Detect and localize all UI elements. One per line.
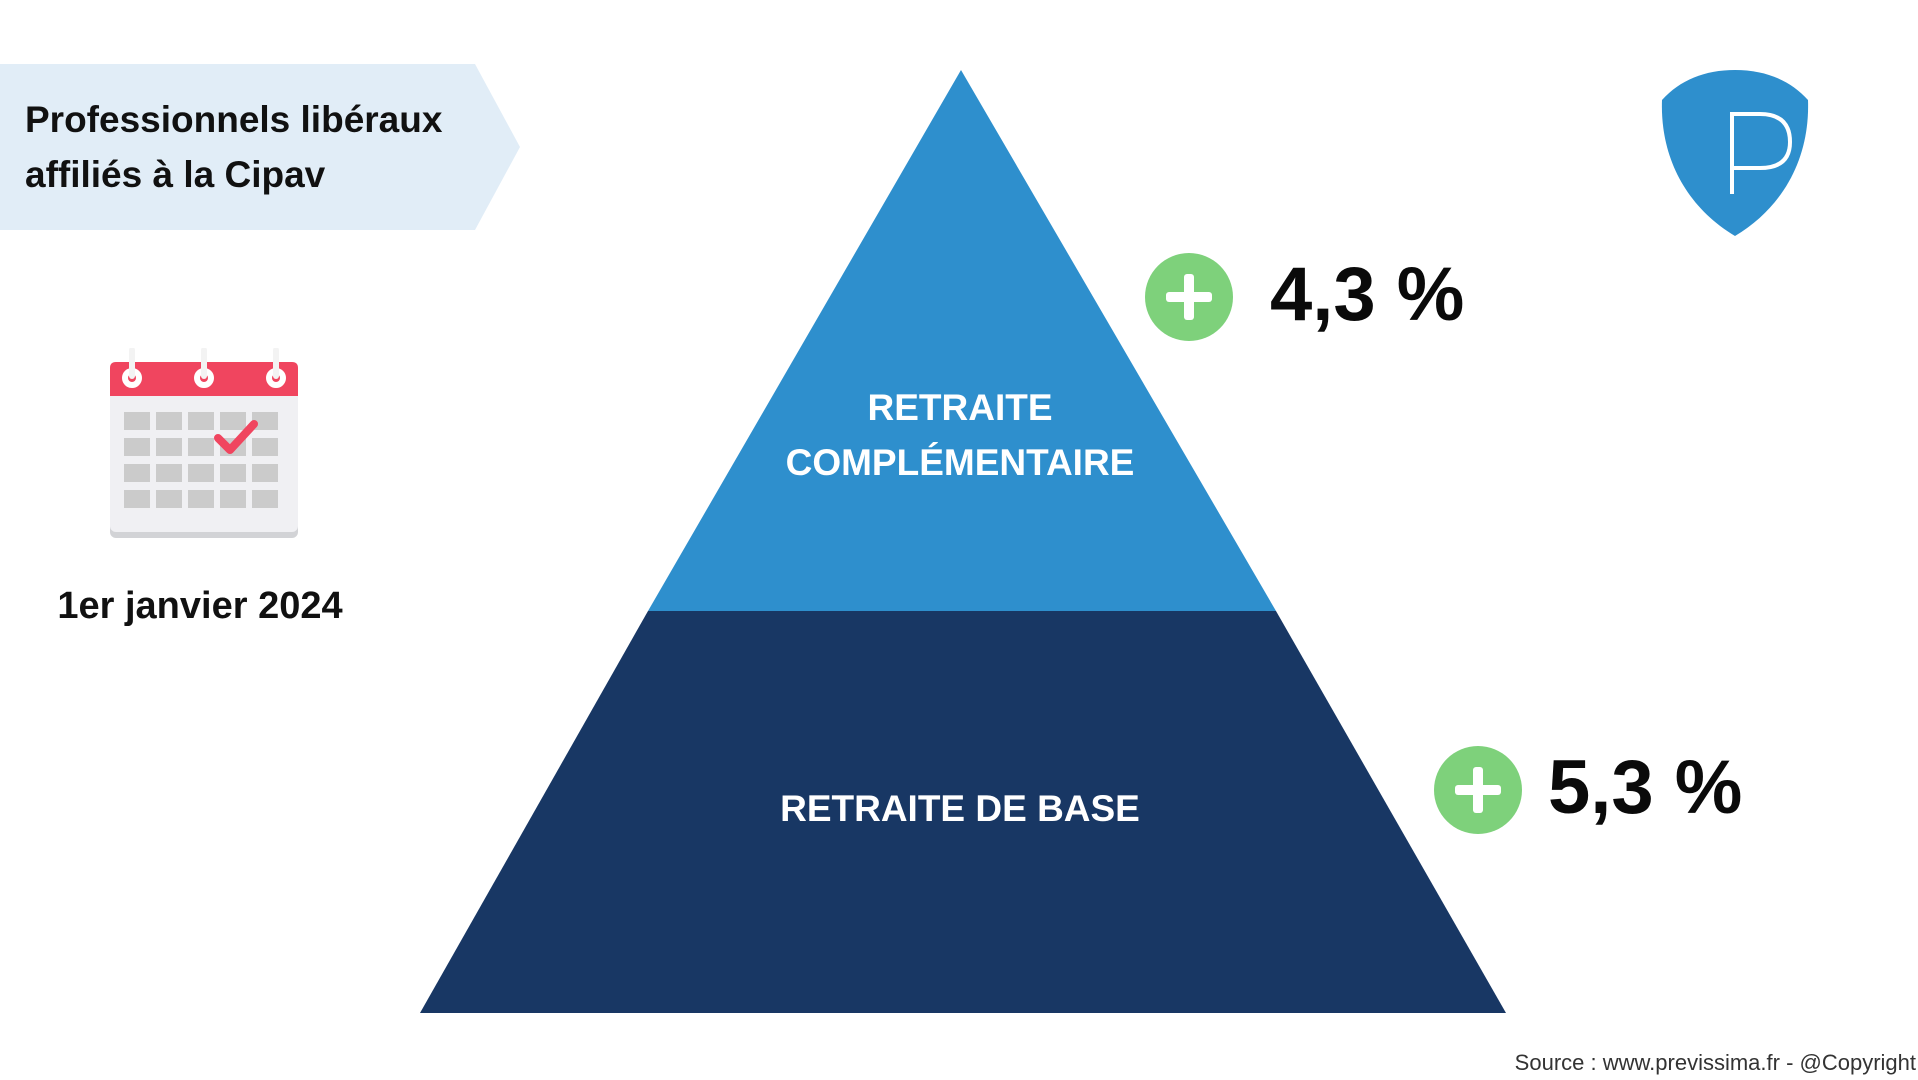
top-tier-increase: 4,3 % bbox=[1270, 252, 1465, 337]
effective-date: 1er janvier 2024 bbox=[57, 585, 343, 627]
top-tier-label-line1: RETRAITE bbox=[867, 387, 1053, 428]
banner-title-line1: Professionnels libéraux bbox=[25, 99, 443, 140]
pyramid-top-tier bbox=[648, 70, 1276, 611]
header-banner: Professionnels libéraux affiliés à la Ci… bbox=[0, 64, 520, 230]
source-credit: Source : www.previssima.fr - @Copyright bbox=[1514, 1050, 1916, 1075]
plus-icon bbox=[1434, 746, 1522, 834]
calendar-check-icon bbox=[106, 347, 302, 549]
shield-logo-icon bbox=[1661, 70, 1809, 236]
banner-title-line2: affiliés à la Cipav bbox=[25, 154, 326, 195]
banner-title: Professionnels libéraux affiliés à la Ci… bbox=[25, 92, 495, 202]
banner-arrow-shape bbox=[0, 64, 520, 230]
top-tier-label-line2: COMPLÉMENTAIRE bbox=[785, 442, 1135, 483]
base-tier-label: RETRAITE DE BASE bbox=[780, 788, 1140, 829]
pyramid-base-tier bbox=[420, 611, 1506, 1013]
base-tier-increase: 5,3 % bbox=[1548, 745, 1743, 830]
top-tier-label: RETRAITE COMPLÉMENTAIRE bbox=[730, 380, 1190, 490]
plus-icon bbox=[1145, 253, 1233, 341]
